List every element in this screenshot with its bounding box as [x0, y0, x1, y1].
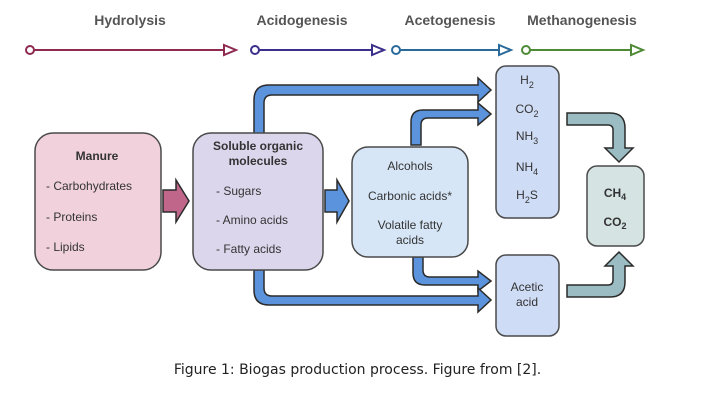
biogas-box: CH4 CO2	[586, 165, 645, 247]
manure-item: - Lipids	[46, 240, 85, 254]
flow-arrow-gases-to-biogas	[566, 112, 635, 164]
flow-arrow-intermediates-to-gases	[410, 101, 493, 146]
acetic-acid-box: Acetic acid	[495, 254, 560, 337]
soluble-item: - Fatty acids	[216, 242, 281, 256]
intermediate-item: Alcohols	[387, 159, 432, 173]
intermediate-item: Carbonic acids*	[368, 189, 452, 203]
soluble-title: Soluble organic	[213, 139, 303, 153]
stage-hydrolysis-label: Hydrolysis	[94, 12, 166, 28]
gas-item: CO2	[515, 102, 538, 119]
soluble-title: molecules	[229, 154, 288, 168]
stage-hydrolysis-arrow	[25, 43, 239, 57]
intermediates-box: Alcohols Carbonic acids* Volatile fatty …	[351, 146, 469, 258]
flow-arrow-soluble-to-intermediates	[324, 177, 350, 225]
gas-item: NH4	[516, 160, 538, 177]
flow-arrow-intermediates-to-acetic	[412, 256, 493, 293]
manure-title: Manure	[76, 149, 119, 163]
flow-arrow-acetic-to-biogas	[566, 250, 635, 298]
gas-item: H2S	[516, 188, 538, 205]
manure-box: Manure - Carbohydrates - Proteins - Lipi…	[34, 132, 162, 271]
stage-acetogenesis-label: Acetogenesis	[404, 12, 495, 28]
intermediate-item: acids	[396, 233, 424, 247]
figure-caption: Figure 1: Biogas production process. Fig…	[173, 362, 542, 378]
biogas-ch4: CH4	[604, 186, 626, 202]
soluble-item: - Amino acids	[216, 213, 288, 227]
manure-item: - Proteins	[46, 210, 97, 224]
stage-acidogenesis-label: Acidogenesis	[256, 12, 347, 28]
intermediate-item: Volatile fatty	[378, 218, 443, 232]
flow-arrow-manure-to-soluble	[162, 177, 190, 225]
flow-arrow-soluble-to-gases	[253, 76, 493, 138]
gas-item: NH3	[516, 129, 538, 146]
stage-methanogenesis-label: Methanogenesis	[527, 12, 637, 28]
flow-arrow-soluble-to-acetic	[253, 269, 493, 314]
stage-acetogenesis-arrow	[391, 43, 514, 57]
acetic-line: Acetic	[511, 280, 544, 294]
gases-box: H2 CO2 NH3 NH4 H2S	[495, 65, 560, 219]
manure-item: - Carbohydrates	[46, 179, 132, 193]
stage-acidogenesis-arrow	[250, 43, 387, 57]
acetic-line: acid	[516, 295, 538, 309]
soluble-item: - Sugars	[216, 184, 261, 198]
biogas-co2: CO2	[603, 215, 626, 231]
gas-item: H2	[520, 73, 534, 90]
soluble-organic-box: Soluble organic molecules - Sugars - Ami…	[192, 132, 324, 271]
stage-methanogenesis-arrow	[521, 43, 646, 57]
